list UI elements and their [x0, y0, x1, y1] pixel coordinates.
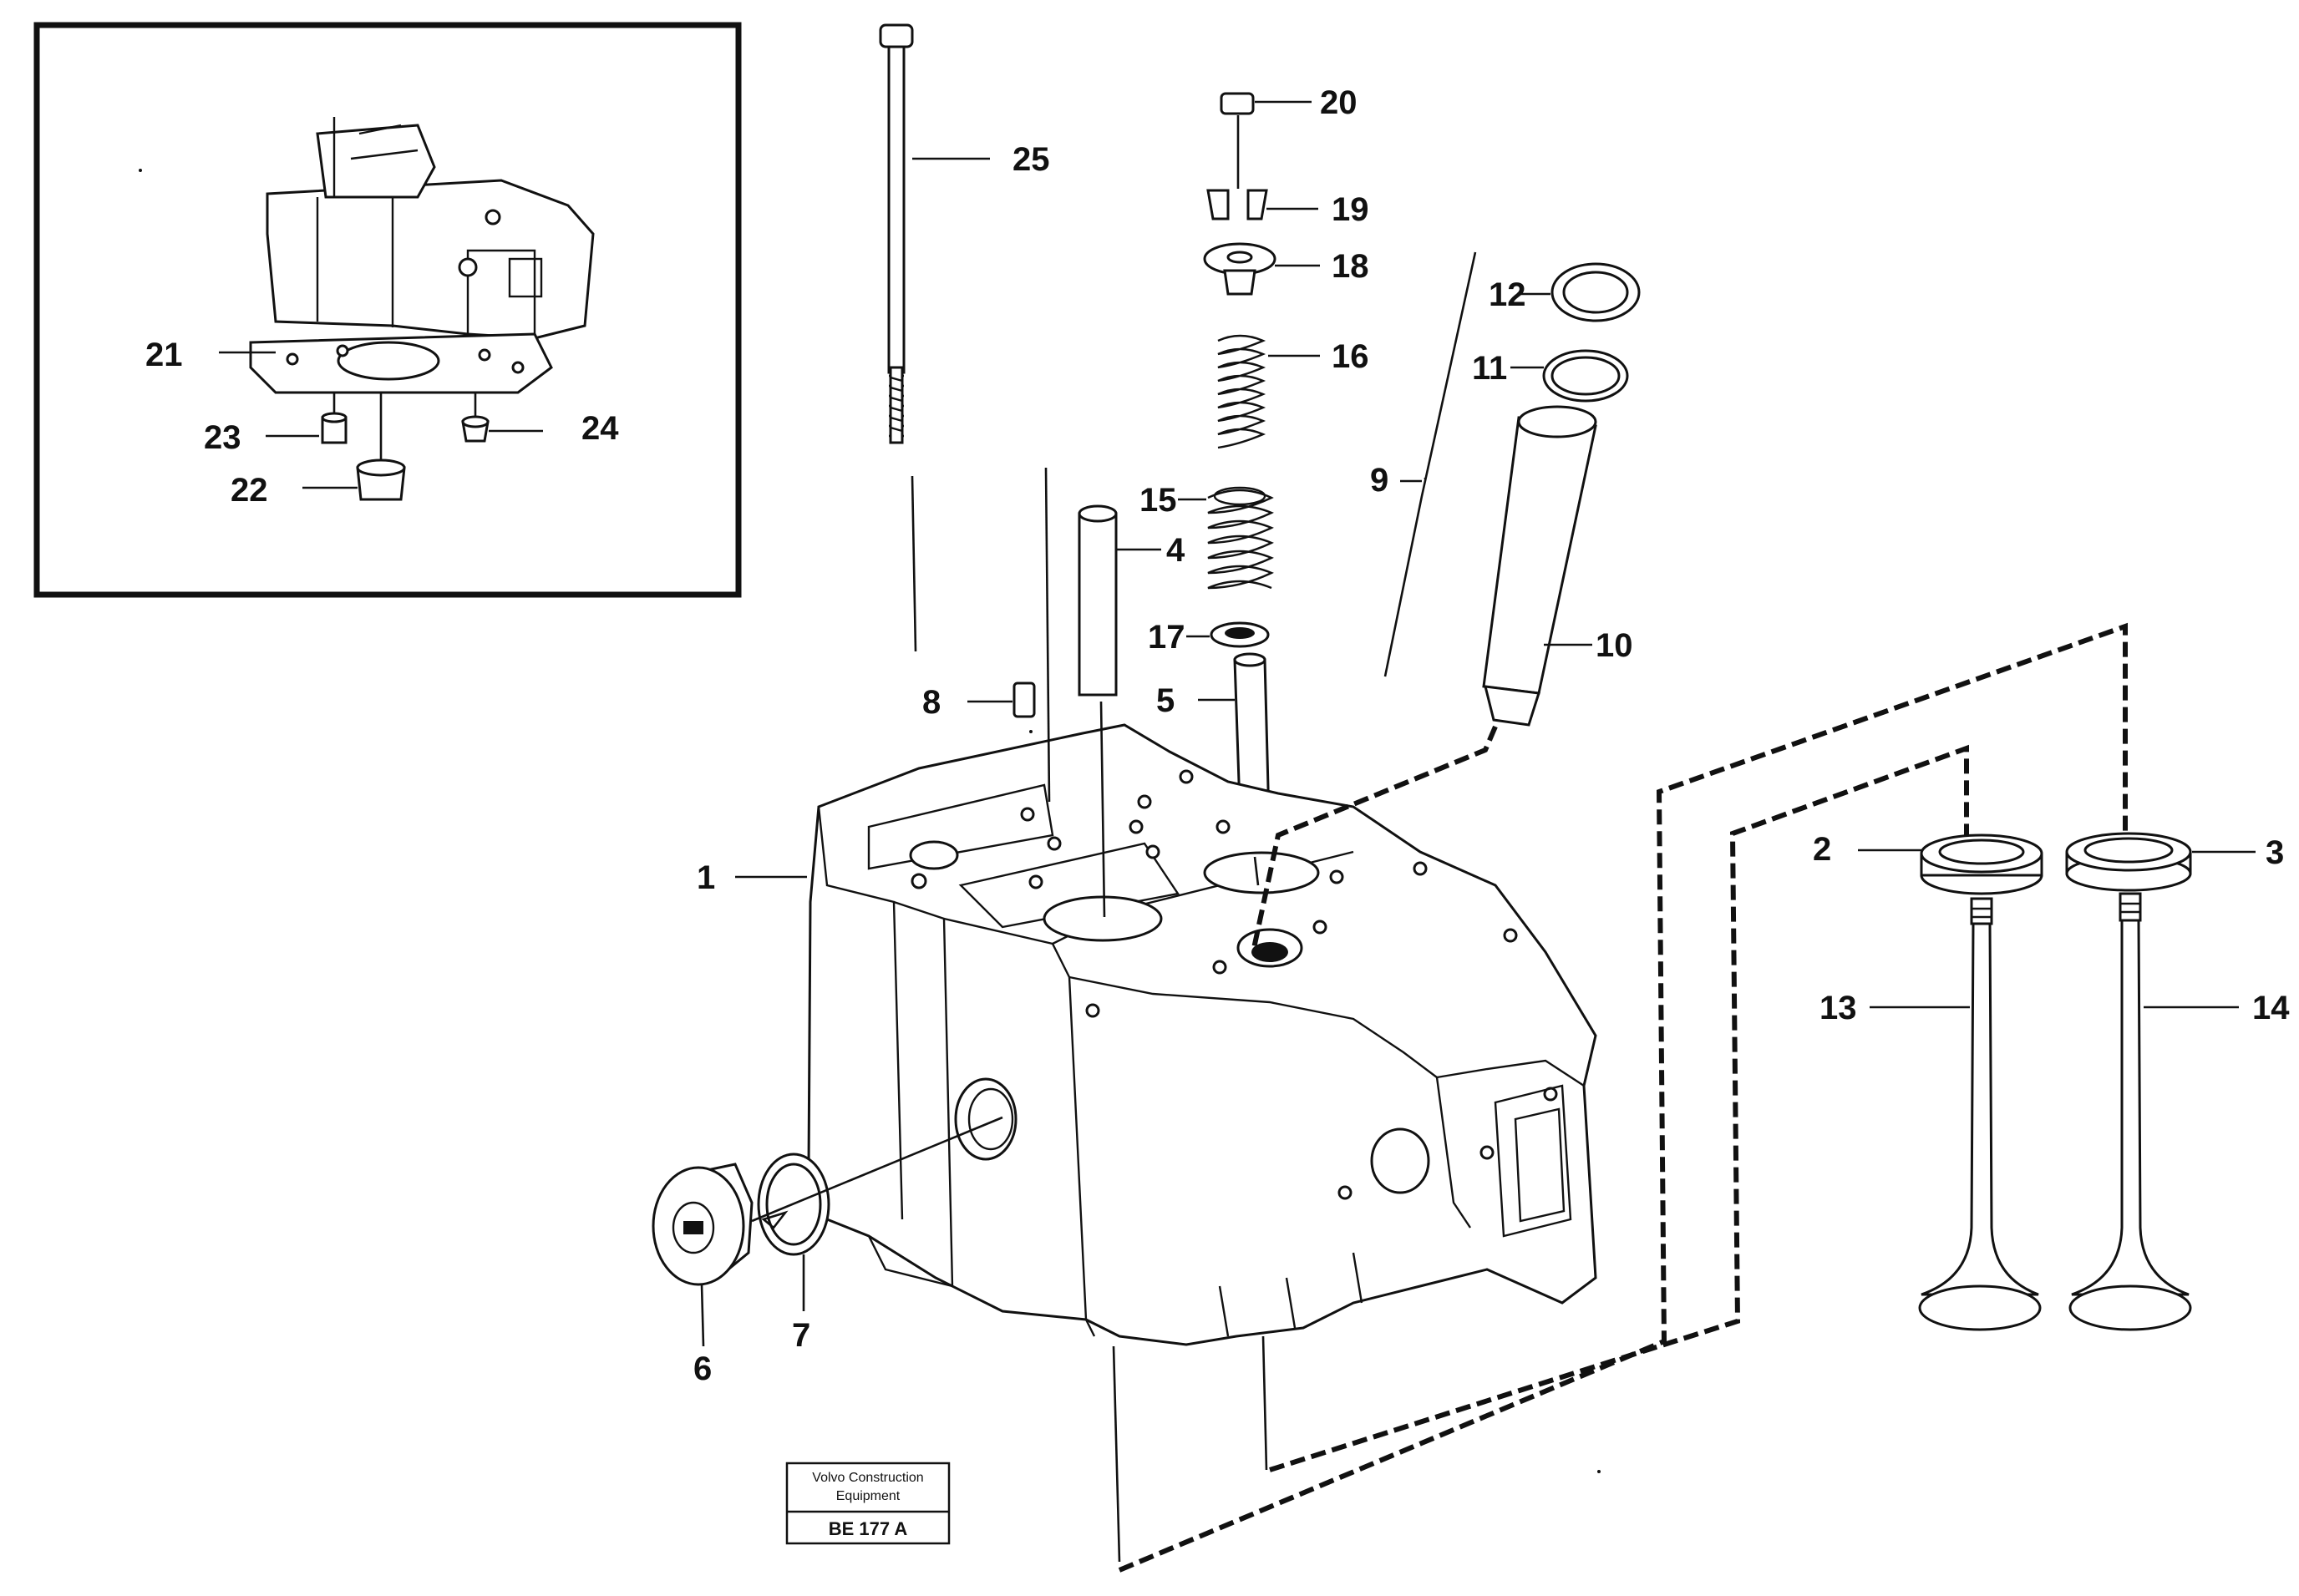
callout-9: 9	[1370, 462, 1388, 499]
callout-19: 19	[1332, 191, 1369, 228]
part-20-cap: 20	[1220, 84, 1358, 121]
dashed-path-inner	[1269, 744, 1969, 1472]
manufacturer-stamp: Volvo Construction Equipment BE 177 A	[785, 1462, 951, 1545]
inset-sleeve-22	[356, 459, 406, 501]
callout-25: 25	[1012, 141, 1050, 178]
axis-line-below-2	[1261, 1335, 1268, 1471]
callout-1: 1	[697, 859, 715, 896]
callout-13: 13	[1819, 990, 1857, 1026]
callout-20: 20	[1320, 84, 1358, 121]
part-8-dowel: 8	[922, 681, 1036, 721]
part-19-collets: 19	[1206, 189, 1369, 228]
part-4-guide: 4	[1078, 504, 1185, 697]
part-3-valve-seat: 3	[2065, 832, 2284, 892]
part-14-valve: 14	[2068, 892, 2290, 1331]
speck	[1029, 730, 1033, 733]
stamp-code: BE 177 A	[829, 1518, 908, 1539]
stamp-line-1: Volvo Construction	[812, 1471, 923, 1485]
speck	[1597, 1470, 1601, 1473]
part-6-plug: 6	[652, 1163, 754, 1387]
part-16-inner-spring: 16	[1217, 334, 1369, 449]
callout-2: 2	[1813, 831, 1831, 868]
callout-8: 8	[922, 684, 941, 721]
inset-box: 21 23 24 22	[33, 22, 742, 598]
callout-10: 10	[1596, 627, 1633, 664]
part-18-retainer: 18	[1203, 242, 1369, 296]
callout-4: 4	[1166, 532, 1185, 569]
inset-sleeve-24	[461, 415, 490, 443]
axis-line-below-1	[1112, 1345, 1121, 1563]
arrow-plug	[761, 1210, 789, 1229]
callout-23: 23	[204, 419, 241, 456]
part-17-seal: 17	[1148, 619, 1270, 656]
inset-gasket	[249, 332, 553, 394]
callout-18: 18	[1332, 248, 1369, 285]
callout-11: 11	[1472, 350, 1507, 387]
part-7-seal-ring: 7	[757, 1153, 830, 1354]
valve-spring-assembly: 20 19 18 16 15	[1139, 84, 1369, 857]
part-11-ring: 11	[1472, 349, 1629, 403]
callout-7: 7	[792, 1317, 810, 1354]
axis-line-4	[1099, 701, 1106, 918]
callout-22: 22	[231, 472, 268, 509]
speck	[139, 169, 142, 172]
inset-sleeve-23	[321, 412, 348, 444]
part-13-valve: 13	[1819, 897, 2042, 1331]
axis-line-25	[911, 475, 917, 652]
callout-5: 5	[1156, 682, 1175, 719]
part-9-bracket: 9	[1370, 251, 1477, 677]
callout-6: 6	[693, 1350, 712, 1387]
axis-line-8	[1044, 467, 1051, 803]
stamp-line-2: Equipment	[836, 1489, 901, 1503]
callout-17: 17	[1148, 619, 1185, 656]
callout-3: 3	[2266, 834, 2284, 871]
dashed-path-injector	[1251, 725, 1498, 953]
callout-24: 24	[581, 410, 619, 447]
callout-14: 14	[2252, 990, 2290, 1026]
part-15-outer-spring: 15	[1139, 482, 1274, 590]
part-10-injector-sleeve: 10	[1482, 405, 1633, 727]
dashed-path-outer	[1118, 622, 2128, 1573]
part-1-cylinder-head: 1	[697, 723, 1597, 1346]
axis-line-plug	[751, 1116, 1003, 1223]
callout-21: 21	[145, 337, 183, 373]
callout-16: 16	[1332, 338, 1369, 375]
part-2-valve-seat: 2	[1813, 831, 2043, 895]
callout-15: 15	[1139, 482, 1177, 519]
inset-cylinder-head	[266, 117, 595, 340]
callout-12: 12	[1489, 276, 1526, 313]
part-25-bolt: 25	[879, 23, 1050, 444]
part-12-ring: 12	[1489, 262, 1641, 322]
axis-line-5	[1253, 856, 1260, 886]
